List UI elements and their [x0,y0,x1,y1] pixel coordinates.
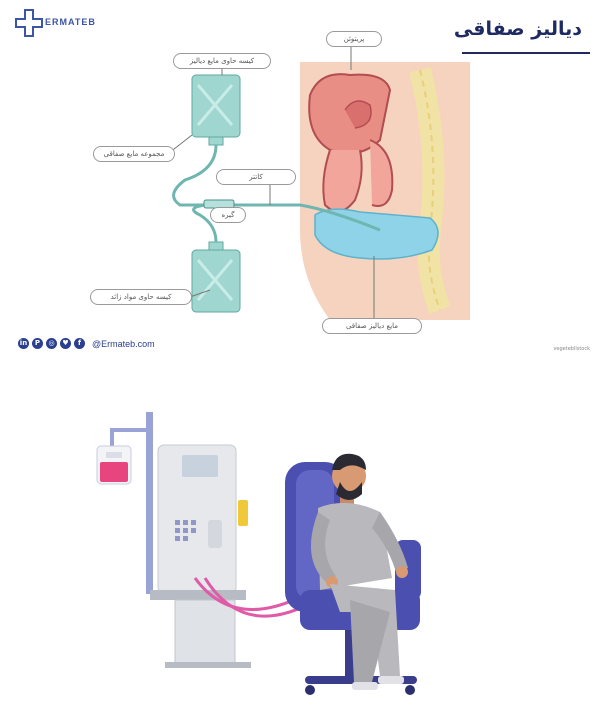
label-peritoneal-fluid: مایع دیالیز صفاقی [322,318,422,334]
diagram-drawing [0,0,598,370]
iv-pole-icon [110,412,153,594]
image-credit: vegetebllstock [553,346,590,352]
label-dialysate-bag: کیسه حاوی مایع دیالیز [173,53,271,69]
website-link[interactable]: @Ermateb.com [92,339,155,349]
peritoneal-dialysis-diagram: ERMATEB دیالیز صفاقی [0,0,598,370]
social-links: in P ◎ ♥ f @Ermateb.com [18,338,155,349]
twitter-icon[interactable]: ♥ [60,338,71,349]
dialysis-patient-illustration [0,380,598,714]
linkedin-icon[interactable]: in [18,338,29,349]
label-drain-bag: کیسه حاوی مواد زائد [90,289,192,305]
dialysis-scene [0,380,598,714]
spine-icon [420,70,440,310]
iv-bag-icon [97,446,131,484]
dialysis-machine-icon [150,445,251,668]
label-clamp: گیره [210,207,246,223]
drain-bag-icon [192,242,240,312]
facebook-icon[interactable]: f [74,338,85,349]
label-catheter: کاتتر [216,169,296,185]
peritoneal-fluid-icon [315,209,438,259]
dialysate-bag-icon [192,75,240,145]
pinterest-icon[interactable]: P [32,338,43,349]
label-peritoneum: پریتوئن [326,31,382,47]
instagram-icon[interactable]: ◎ [46,338,57,349]
label-catheter-tube: مجموعه مایع صفاقی [93,146,175,162]
